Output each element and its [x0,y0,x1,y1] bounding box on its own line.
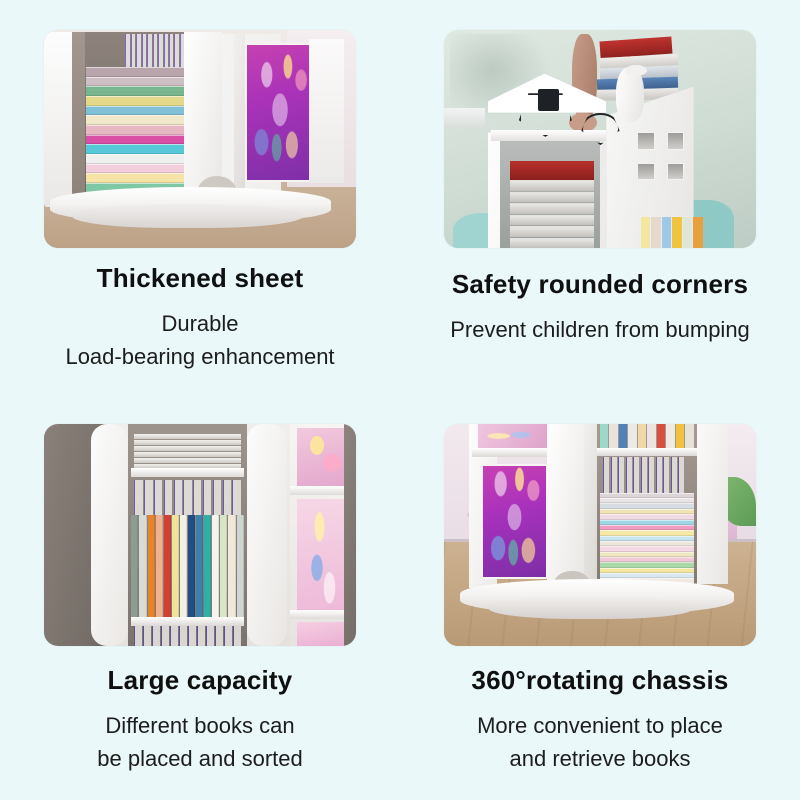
feature-caption: Large capacity Different books can be pl… [0,646,400,775]
feature-card-rotating-chassis: 360°rotating chassis More convenient to … [400,400,800,800]
upright-books [134,479,241,516]
feature-subtitle: Durable Load-bearing enhancement [0,307,400,373]
rounded-side-panel [90,424,129,646]
subtitle-line: and retrieve books [509,745,691,771]
stacked-books [600,492,694,584]
feature-caption: Thickened sheet Durable Load-bearing enh… [0,248,400,373]
princess-book-cover [481,463,548,579]
subtitle-line: Durable [161,310,239,336]
feature-image-large-capacity [44,424,356,646]
top-stacked-books [134,431,241,469]
subtitle-line: More convenient to place [477,712,723,738]
scene-rotating-chassis [444,424,756,646]
shelf-books [509,180,594,248]
feature-image-rotating-chassis [444,424,756,646]
princess-book-cover [245,43,315,183]
feature-title: Safety rounded corners [451,269,749,299]
feature-title: Thickened sheet [96,263,304,293]
subtitle-line: Prevent children from bumping [450,316,750,342]
feature-card-large-capacity: Large capacity Different books can be pl… [0,400,400,800]
bottom-books [640,217,703,248]
feature-subtitle: Prevent children from bumping [400,313,800,346]
feature-title: Large capacity [107,665,293,695]
upright-books [125,34,185,70]
scene-safety-rounded-corners [444,30,756,248]
feature-caption: Safety rounded corners Prevent children … [400,248,800,346]
wire-ball-decor [581,112,620,146]
feature-subtitle: More convenient to place and retrieve bo… [400,709,800,775]
feature-image-thickened-sheet [44,30,356,248]
bottom-books [134,626,241,646]
rounded-side-panel [246,424,288,646]
princess-book-cover [296,499,347,611]
feature-image-safety-rounded-corners [444,30,756,248]
book-spines [131,515,244,618]
scene-large-capacity [44,424,356,646]
feature-caption: 360°rotating chassis More convenient to … [400,646,800,775]
top-shelf-books [600,424,694,449]
upright-books [603,457,685,493]
window-cutouts [637,132,685,181]
stacked-books [86,67,185,203]
white-vase [615,67,644,122]
scene-thickened-sheet [44,30,356,248]
feature-card-thickened-sheet: Thickened sheet Durable Load-bearing enh… [0,0,400,400]
subtitle-line: Load-bearing enhancement [65,343,335,369]
feature-subtitle: Different books can be placed and sorted [0,709,400,775]
subtitle-line: be placed and sorted [97,745,303,771]
subtitle-line: Different books can [105,712,295,738]
feature-title: 360°rotating chassis [471,665,729,695]
princess-book-cover [296,428,347,487]
feature-card-safety-rounded-corners: Safety rounded corners Prevent children … [400,0,800,400]
